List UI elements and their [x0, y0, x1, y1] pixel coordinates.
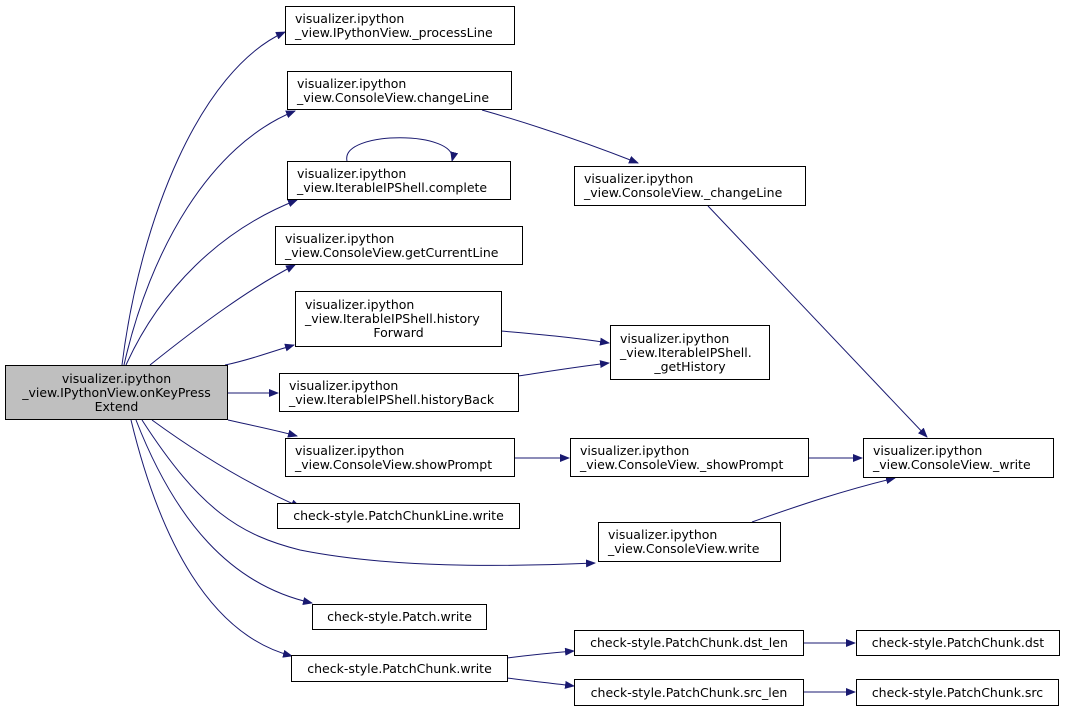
- edge-onkeypressextend-to-patchchunklinewrite: [151, 419, 301, 508]
- edge-onkeypressextend-to-consolewrite: [141, 419, 596, 568]
- edge-patchchunkwrite-to-src_len: [506, 677, 575, 689]
- edge-patchchunkwrite-to-dst_len: [506, 647, 575, 659]
- node-label-line: visualizer.ipython: [289, 377, 399, 393]
- edge-onkeypressextend-to-historyforward: [224, 343, 295, 366]
- node-label-line: visualizer.ipython: [584, 171, 694, 186]
- node-processline[interactable]: visualizer.ipython _view.IPythonView._pr…: [285, 6, 515, 45]
- node-label-line: check-style.PatchChunk.dst_len: [590, 635, 788, 650]
- node-label-line: visualizer.ipython: [305, 297, 415, 312]
- node-label-line: visualizer.ipython: [285, 230, 395, 246]
- node-label-line: _view.ConsoleView._changeLine: [584, 185, 783, 200]
- node-label-line: visualizer.ipython: [580, 442, 690, 458]
- node-label-line: visualizer.ipython: [61, 370, 172, 386]
- edge-_changeline-to-_write: [707, 205, 928, 438]
- edge-onkeypressextend-to-complete-self: [346, 137, 459, 162]
- node-patchchunklinewrite[interactable]: check-style.PatchChunkLine.write: [277, 503, 520, 529]
- node-dst[interactable]: check-style.PatchChunk.dst: [856, 630, 1060, 656]
- node-label-line: _view.IterableIPShell.complete: [297, 179, 488, 195]
- node-label-line: _view.IterableIPShell.history: [305, 311, 480, 326]
- node-label-line: _view.IPythonView.onKeyPress: [22, 384, 211, 400]
- node-label-line: visualizer.ipython: [297, 75, 407, 91]
- node-label-line: _view.ConsoleView.write: [608, 541, 760, 556]
- node-label-line: _view.ConsoleView.changeLine: [297, 89, 490, 105]
- edge-changeline-to-_changeline: [481, 109, 639, 164]
- node-label-line: _view.IterableIPShell.historyBack: [289, 391, 495, 407]
- node-label-line: check-style.PatchChunk.dst: [871, 635, 1045, 650]
- node-label-line: _view.ConsoleView._showPrompt: [580, 456, 784, 472]
- node-label-line: visualizer.ipython: [297, 165, 407, 181]
- node-dst-len[interactable]: check-style.PatchChunk.dst_len: [574, 630, 804, 656]
- edge-consolewrite-to-_write: [751, 476, 896, 523]
- edge-onkeypressextend-to-complete: [125, 199, 298, 366]
- node-label-line: _view.ConsoleView.getCurrentLine: [285, 244, 499, 260]
- node-label-line: check-style.PatchChunk.src: [871, 684, 1044, 700]
- edge-onkeypressextend-to-changeline: [123, 110, 296, 366]
- node-src-len[interactable]: check-style.PatchChunk.src_len: [574, 679, 804, 706]
- node-label-line: visualizer.ipython: [295, 442, 405, 458]
- edge-onkeypressextend-to-showprompt: [227, 419, 298, 438]
- node-label-line: _view.ConsoleView.showPrompt: [295, 456, 493, 472]
- node-label-line: _view.IPythonView._processLine: [295, 24, 493, 40]
- node-src[interactable]: check-style.PatchChunk.src: [856, 679, 1059, 706]
- edge-onkeypressextend-to-processline: [121, 31, 286, 366]
- node-label-line: visualizer.ipython: [620, 330, 730, 346]
- node-consolewrite[interactable]: visualizer.ipython _view.ConsoleView.wri…: [598, 522, 781, 562]
- node-changeline[interactable]: visualizer.ipython _view.ConsoleView.cha…: [287, 71, 512, 110]
- node-getcurrentline[interactable]: visualizer.ipython _view.ConsoleView.get…: [275, 226, 523, 265]
- edge-historyback-to-_getHistory: [517, 360, 610, 377]
- edge-historyforward-to-_getHistory: [500, 330, 610, 346]
- node-patchchunkwrite[interactable]: check-style.PatchChunk.write: [291, 655, 508, 682]
- node-_changeline[interactable]: visualizer.ipython _view.ConsoleView._ch…: [574, 166, 806, 206]
- node-_write[interactable]: visualizer.ipython _view.ConsoleView._wr…: [863, 438, 1054, 478]
- node-label-line: check-style.PatchChunk.write: [307, 660, 492, 676]
- node-label-line: Extend: [94, 398, 139, 414]
- node-patchwrite[interactable]: check-style.Patch.write: [312, 604, 487, 630]
- node-label-line: visualizer.ipython: [608, 527, 718, 542]
- node-label-line: _getHistory: [654, 358, 726, 374]
- node-label-line: visualizer.ipython: [873, 443, 983, 458]
- edge-onkeypressextend-to-patchchunkwrite: [130, 419, 293, 658]
- node-historyback[interactable]: visualizer.ipython _view.IterableIPShell…: [279, 373, 519, 412]
- node-label-line: _view.ConsoleView._write: [873, 457, 1031, 472]
- node-label-line: check-style.PatchChunkLine.write: [293, 508, 504, 523]
- node-label-line: _view.IterableIPShell.: [620, 344, 752, 360]
- edge-onkeypressextend-to-getcurrentline: [149, 264, 296, 366]
- edge-onkeypressextend-to-patchwrite: [135, 419, 313, 605]
- node-historyforward[interactable]: visualizer.ipython _view.IterableIPShell…: [295, 291, 502, 347]
- node-_showprompt[interactable]: visualizer.ipython _view.ConsoleView._sh…: [570, 438, 809, 477]
- node-complete[interactable]: visualizer.ipython _view.IterableIPShell…: [287, 161, 511, 200]
- node-label-line: check-style.PatchChunk.src_len: [590, 684, 788, 700]
- node-label-line: visualizer.ipython: [295, 10, 405, 26]
- node-label-line: Forward: [373, 325, 424, 340]
- node-label-line: check-style.Patch.write: [327, 609, 472, 624]
- node-_gethistory[interactable]: visualizer.ipython _view.IterableIPShell…: [610, 325, 770, 380]
- node-onkeypressextend[interactable]: visualizer.ipython _view.IPythonView.onK…: [5, 365, 228, 420]
- node-showprompt[interactable]: visualizer.ipython _view.ConsoleView.sho…: [285, 438, 515, 477]
